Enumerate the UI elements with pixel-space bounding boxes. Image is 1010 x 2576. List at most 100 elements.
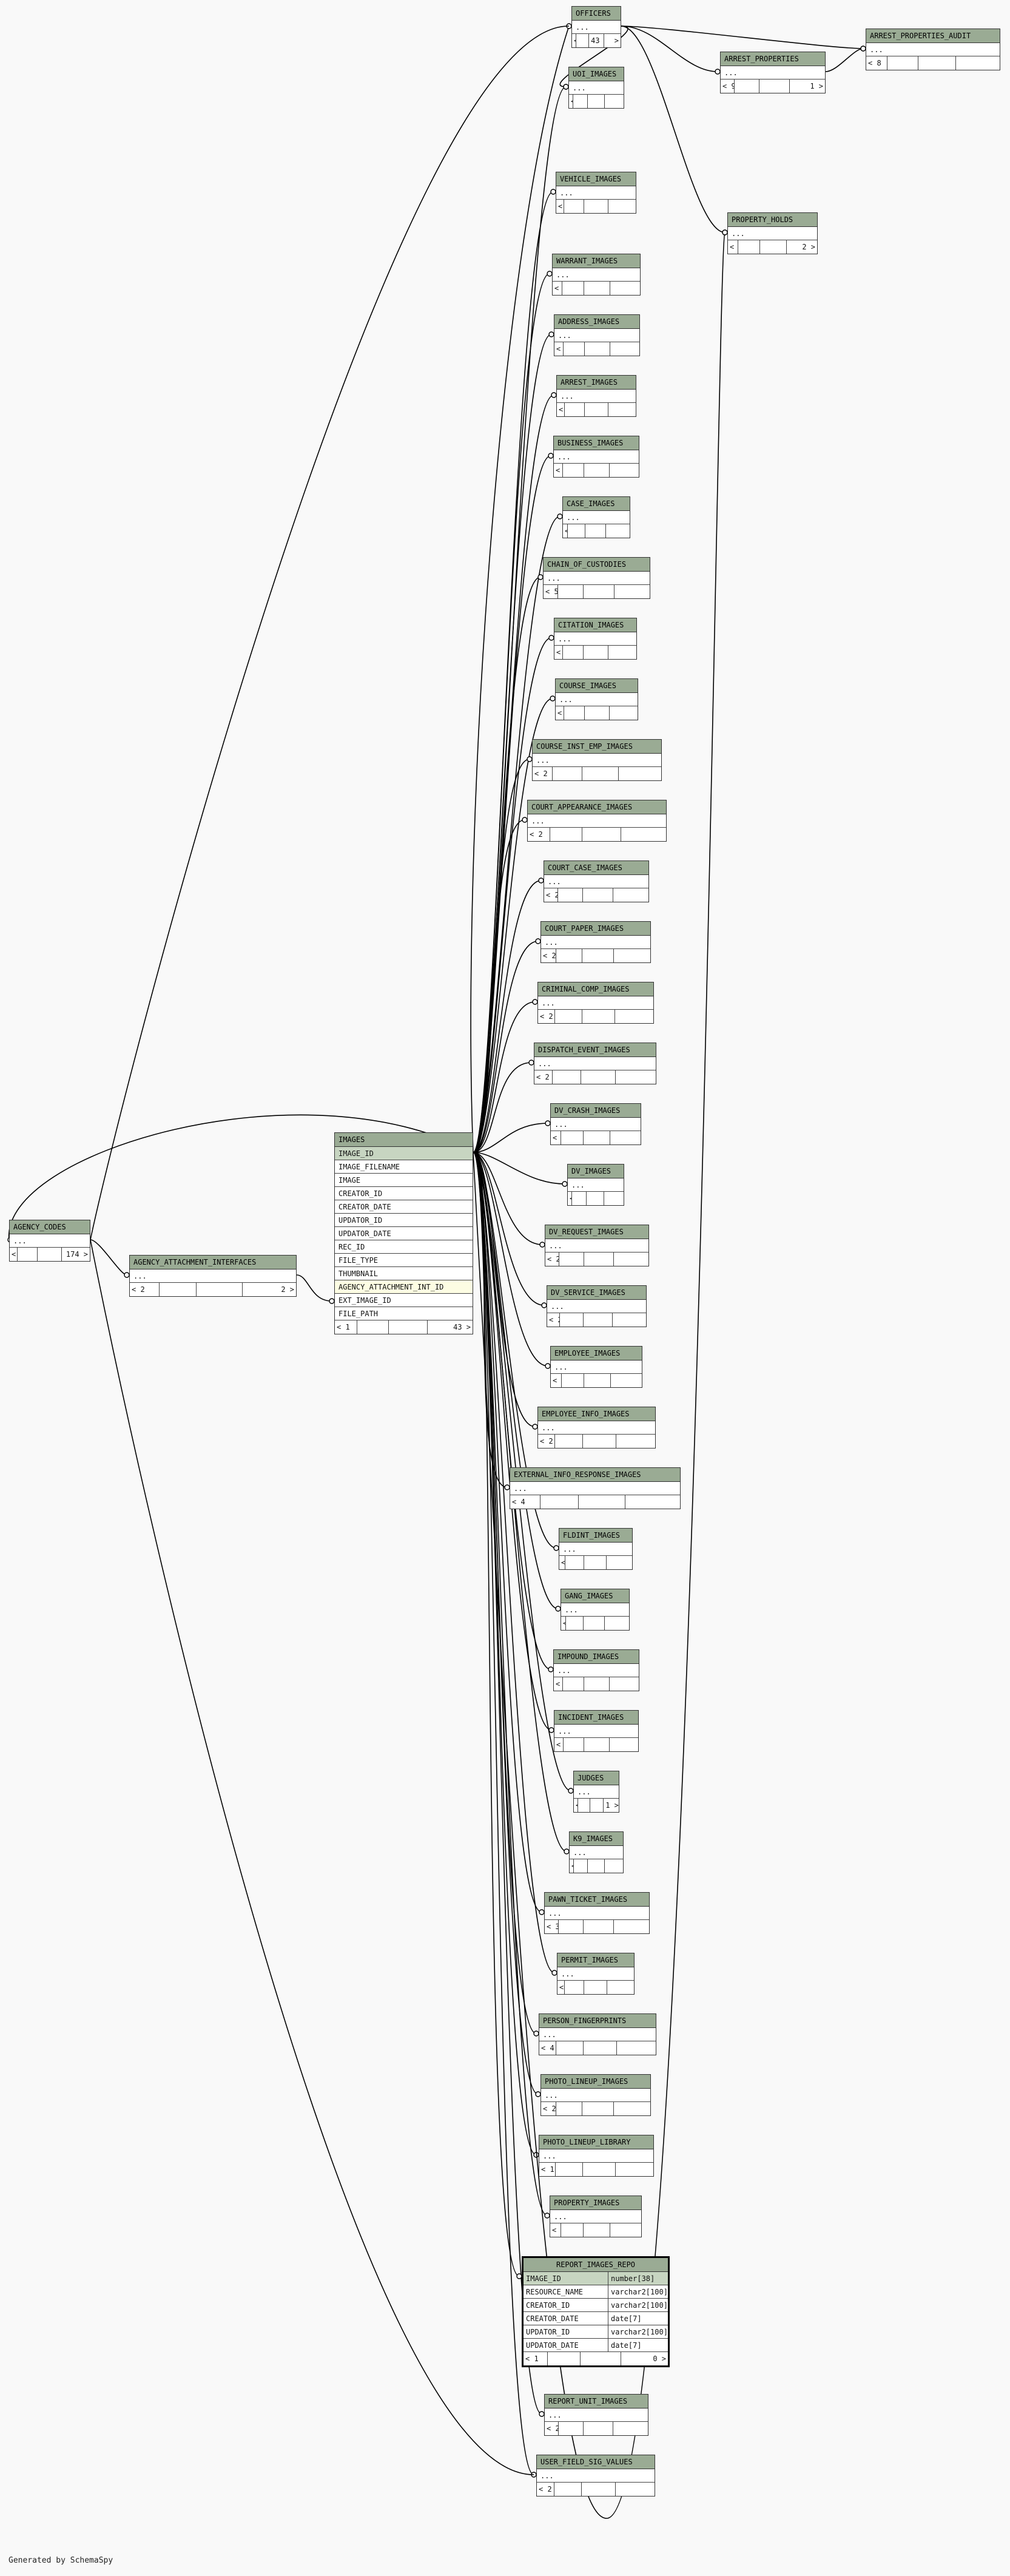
table-header[interactable]: CRIMINAL_COMP_IMAGES (538, 982, 653, 996)
collapsed-columns[interactable]: ... (130, 1269, 296, 1283)
table-header[interactable]: PERSON_FINGERPRINTS (539, 2014, 656, 2028)
table-chain-of-custodies[interactable]: CHAIN_OF_CUSTODIES...< 5 (543, 557, 650, 599)
collapsed-columns[interactable]: ... (545, 1239, 648, 1253)
collapsed-columns[interactable]: ... (541, 2089, 650, 2102)
column-row[interactable]: FILE_PATH (335, 1307, 473, 1320)
collapsed-columns[interactable]: ... (554, 1725, 638, 1738)
table-header[interactable]: INCIDENT_IMAGES (554, 1711, 638, 1725)
table-header[interactable]: JUDGES (574, 1771, 619, 1785)
table-header[interactable]: COURT_CASE_IMAGES (544, 861, 648, 875)
table-dispatch-event-images[interactable]: DISPATCH_EVENT_IMAGES...< 2 (534, 1043, 656, 1084)
collapsed-columns[interactable]: ... (721, 66, 825, 79)
collapsed-columns[interactable]: ... (557, 390, 636, 403)
table-header[interactable]: PHOTO_LINEUP_IMAGES (541, 2075, 650, 2089)
collapsed-columns[interactable]: ... (568, 1178, 624, 1192)
collapsed-columns[interactable]: ... (570, 1846, 623, 1859)
table-arrest-properties-audit[interactable]: ARREST_PROPERTIES_AUDIT...< 8 (866, 29, 1000, 70)
table-header[interactable]: ARREST_PROPERTIES_AUDIT (866, 29, 1000, 43)
table-course-images[interactable]: COURSE_IMAGES...< 2 (555, 678, 638, 720)
collapsed-columns[interactable]: ... (556, 186, 636, 200)
collapsed-columns[interactable]: ... (544, 875, 648, 888)
collapsed-columns[interactable]: ... (569, 81, 624, 95)
table-header[interactable]: EMPLOYEE_IMAGES (551, 1347, 642, 1361)
table-header[interactable]: DV_SERVICE_IMAGES (547, 1286, 646, 1300)
collapsed-columns[interactable]: ... (533, 754, 661, 767)
collapsed-columns[interactable]: ... (510, 1482, 680, 1495)
collapsed-columns[interactable]: ... (528, 814, 666, 828)
table-header[interactable]: EMPLOYEE_INFO_IMAGES (538, 1407, 655, 1421)
collapsed-columns[interactable]: ... (572, 21, 621, 34)
column-row[interactable]: AGENCY_ATTACHMENT_INT_ID (335, 1280, 473, 1294)
column-row[interactable]: UPDATOR_ID (335, 1214, 473, 1227)
collapsed-columns[interactable]: ... (561, 1603, 629, 1617)
collapsed-columns[interactable]: ... (556, 693, 638, 706)
table-agency-codes[interactable]: AGENCY_CODES...< 18174 > (9, 1220, 90, 1262)
column-row[interactable]: REC_ID (335, 1240, 473, 1254)
table-dv-service-images[interactable]: DV_SERVICE_IMAGES...< 2 (547, 1285, 647, 1327)
table-judges[interactable]: JUDGES...< 11 > (573, 1771, 619, 1813)
collapsed-columns[interactable]: ... (866, 43, 1000, 56)
table-header[interactable]: BUSINESS_IMAGES (554, 436, 639, 450)
table-header[interactable]: OFFICERS (572, 7, 621, 21)
table-pawn-ticket-images[interactable]: PAWN_TICKET_IMAGES...< 3 (544, 1892, 650, 1934)
collapsed-columns[interactable]: ... (551, 1118, 641, 1131)
column-row[interactable]: IMAGE_ID (335, 1147, 473, 1160)
column-row[interactable]: CREATOR_DATE (335, 1200, 473, 1214)
collapsed-columns[interactable]: ... (541, 936, 650, 949)
table-header[interactable]: ARREST_IMAGES (557, 376, 636, 390)
collapsed-columns[interactable]: ... (537, 2469, 655, 2483)
table-court-paper-images[interactable]: COURT_PAPER_IMAGES...< 2 (540, 921, 651, 963)
collapsed-columns[interactable]: ... (547, 1300, 646, 1313)
table-criminal-comp-images[interactable]: CRIMINAL_COMP_IMAGES...< 2 (537, 982, 654, 1024)
table-header[interactable]: IMAGES (335, 1133, 473, 1147)
table-employee-images[interactable]: EMPLOYEE_IMAGES...< 4 (550, 1346, 642, 1388)
collapsed-columns[interactable]: ... (545, 2409, 648, 2422)
table-case-images[interactable]: CASE_IMAGES...< 2 (562, 496, 630, 538)
collapsed-columns[interactable]: ... (539, 2028, 656, 2041)
table-header[interactable]: CITATION_IMAGES (554, 618, 636, 632)
table-header[interactable]: AGENCY_CODES (10, 1220, 90, 1234)
column-row[interactable]: UPDATOR_DATE (335, 1227, 473, 1240)
collapsed-columns[interactable]: ... (563, 511, 630, 524)
collapsed-columns[interactable]: ... (554, 632, 636, 646)
table-header[interactable]: ADDRESS_IMAGES (554, 315, 639, 329)
table-citation-images[interactable]: CITATION_IMAGES...< 2 (554, 618, 637, 660)
collapsed-columns[interactable]: ... (538, 996, 653, 1010)
table-header[interactable]: ARREST_PROPERTIES (721, 52, 825, 66)
collapsed-columns[interactable]: ... (728, 227, 817, 240)
table-photo-lineup-library[interactable]: PHOTO_LINEUP_LIBRARY...< 1 (539, 2135, 654, 2177)
table-header[interactable]: DV_IMAGES (568, 1165, 624, 1178)
table-header[interactable]: VEHICLE_IMAGES (556, 172, 636, 186)
table-course-inst-emp-images[interactable]: COURSE_INST_EMP_IMAGES...< 2 (532, 739, 662, 781)
table-employee-info-images[interactable]: EMPLOYEE_INFO_IMAGES...< 2 (537, 1407, 656, 1449)
table-header[interactable]: PERMIT_IMAGES (557, 1953, 634, 1967)
table-property-images[interactable]: PROPERTY_IMAGES...< 2 (550, 2196, 642, 2237)
table-header[interactable]: CASE_IMAGES (563, 497, 630, 511)
table-vehicle-images[interactable]: VEHICLE_IMAGES...< 4 (556, 172, 636, 214)
table-permit-images[interactable]: PERMIT_IMAGES...< 2 (557, 1953, 635, 1995)
table-dv-request-images[interactable]: DV_REQUEST_IMAGES...< 2 (545, 1225, 649, 1266)
table-photo-lineup-images[interactable]: PHOTO_LINEUP_IMAGES...< 2 (540, 2074, 651, 2116)
table-court-case-images[interactable]: COURT_CASE_IMAGES...< 2 (544, 860, 649, 902)
table-header[interactable]: CHAIN_OF_CUSTODIES (544, 558, 650, 572)
table-header[interactable]: COURT_APPEARANCE_IMAGES (528, 800, 666, 814)
table-uoi-images[interactable]: UOI_IMAGES...< 2 (568, 67, 624, 109)
collapsed-columns[interactable]: ... (574, 1785, 619, 1799)
table-property-holds[interactable]: PROPERTY_HOLDS...< 82 > (727, 212, 818, 254)
column-row[interactable]: CREATOR_ID (335, 1187, 473, 1200)
collapsed-columns[interactable]: ... (544, 572, 650, 585)
table-header[interactable]: WARRANT_IMAGES (553, 254, 640, 268)
table-header[interactable]: DV_REQUEST_IMAGES (545, 1225, 648, 1239)
table-fldint-images[interactable]: FLDINT_IMAGES...< 2 (559, 1528, 633, 1570)
table-header[interactable]: FLDINT_IMAGES (559, 1529, 632, 1543)
table-person-fingerprints[interactable]: PERSON_FINGERPRINTS...< 4 (539, 2013, 656, 2055)
table-header[interactable]: UOI_IMAGES (569, 67, 624, 81)
table-address-images[interactable]: ADDRESS_IMAGES...< 2 (554, 314, 640, 356)
